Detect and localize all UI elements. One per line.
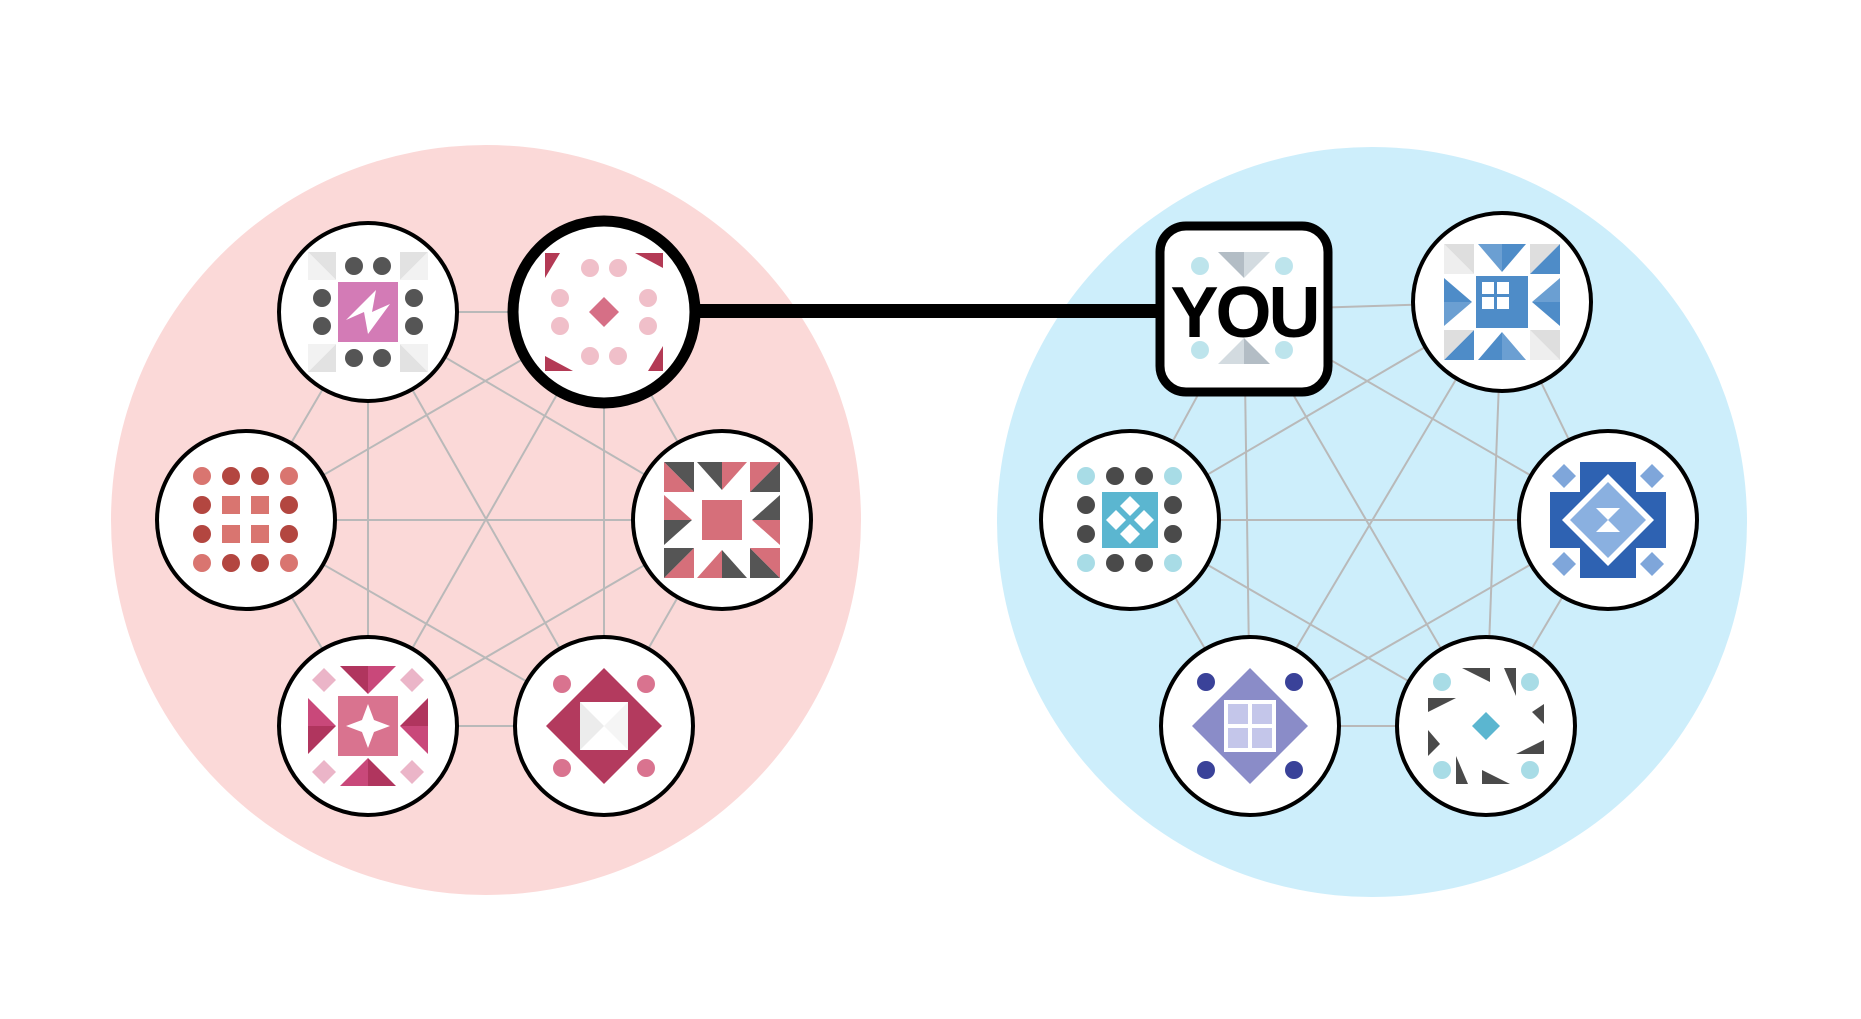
node-R2[interactable] xyxy=(1411,211,1593,393)
pink-diamond-dots-quilt-block-icon xyxy=(545,253,663,371)
node-L5[interactable] xyxy=(277,635,459,817)
blue-pinwheel-quilt-block-icon xyxy=(1444,244,1560,360)
teal-dot-grid-quilt-block-icon xyxy=(1077,467,1182,572)
you-quilt-block-icon xyxy=(1191,252,1293,364)
node-L4[interactable] xyxy=(631,429,813,611)
blue-diamond-star-quilt-block-icon xyxy=(1550,462,1666,578)
you-label: YOU xyxy=(1170,273,1317,353)
node-R4[interactable] xyxy=(1517,429,1699,611)
pink-pinwheel-quilt-block-icon xyxy=(308,252,428,372)
node-R3[interactable] xyxy=(1039,429,1221,611)
node-L2[interactable] xyxy=(507,215,701,409)
crimson-diamond-quilt-block-icon xyxy=(546,668,662,784)
teal-scatter-triangles-quilt-block-icon xyxy=(1428,668,1544,784)
gray-arrow-star-quilt-block-icon xyxy=(664,462,780,578)
violet-diamond-quilt-block-icon xyxy=(1192,668,1308,784)
magenta-star-quilt-block-icon xyxy=(308,666,428,786)
node-L6[interactable] xyxy=(513,635,695,817)
node-L1[interactable] xyxy=(277,221,459,403)
node-R6[interactable] xyxy=(1395,635,1577,817)
red-dot-grid-quilt-block-icon xyxy=(193,467,298,572)
node-R5[interactable] xyxy=(1159,635,1341,817)
node-L3[interactable] xyxy=(155,429,337,611)
node-you[interactable]: YOU xyxy=(1155,221,1333,397)
